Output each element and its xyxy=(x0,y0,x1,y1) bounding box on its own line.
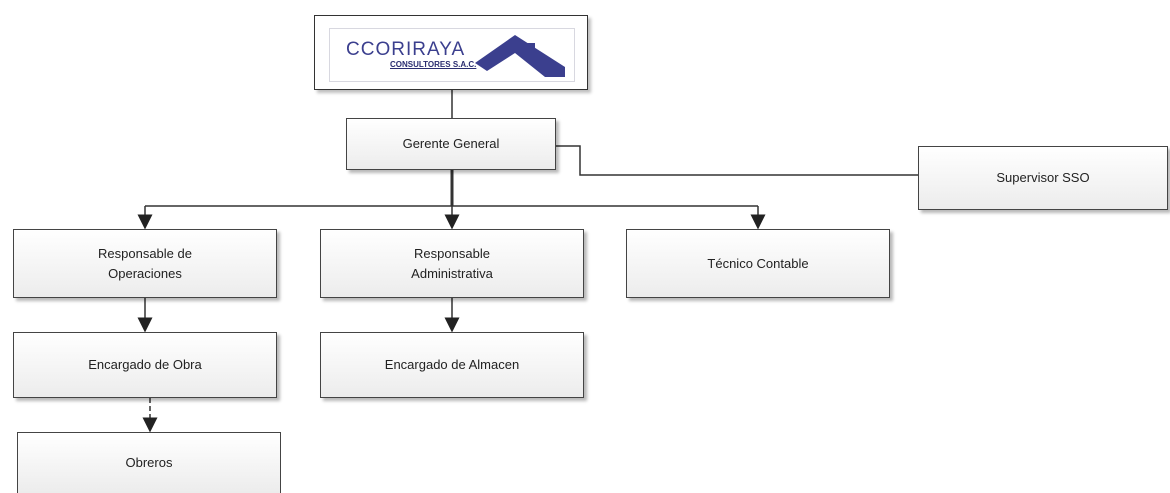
connector-gerente-supervisor xyxy=(555,145,918,176)
node-gerente-general-label: Gerente General xyxy=(402,136,500,152)
node-obreros: Obreros xyxy=(17,432,281,493)
node-encargado-almacen-label: Encargado de Almacen xyxy=(384,357,520,373)
company-logo: CCORIRAYA CONSULTORES S.A.C. xyxy=(329,28,575,82)
node-supervisor-sso-label: Supervisor SSO xyxy=(996,170,1090,186)
node-responsable-operaciones: Responsable de Operaciones xyxy=(13,229,277,298)
roof-logo-icon xyxy=(475,35,565,77)
node-tecnico-contable: Técnico Contable xyxy=(626,229,890,298)
node-encargado-obra: Encargado de Obra xyxy=(13,332,277,398)
node-supervisor-sso: Supervisor SSO xyxy=(918,146,1168,210)
node-gerente-general: Gerente General xyxy=(346,118,556,170)
node-encargado-almacen: Encargado de Almacen xyxy=(320,332,584,398)
node-responsable-administrativa-label: Responsable Administrativa xyxy=(411,246,493,281)
node-obreros-label: Obreros xyxy=(125,455,173,471)
company-subtitle: CONSULTORES S.A.C. xyxy=(390,60,477,69)
company-logo-box: CCORIRAYA CONSULTORES S.A.C. xyxy=(314,15,588,90)
node-responsable-operaciones-label: Responsable de Operaciones xyxy=(98,246,192,281)
company-name: CCORIRAYA xyxy=(346,39,466,60)
node-tecnico-contable-label: Técnico Contable xyxy=(707,255,809,271)
node-encargado-obra-label: Encargado de Obra xyxy=(88,357,202,373)
node-responsable-administrativa: Responsable Administrativa xyxy=(320,229,584,298)
